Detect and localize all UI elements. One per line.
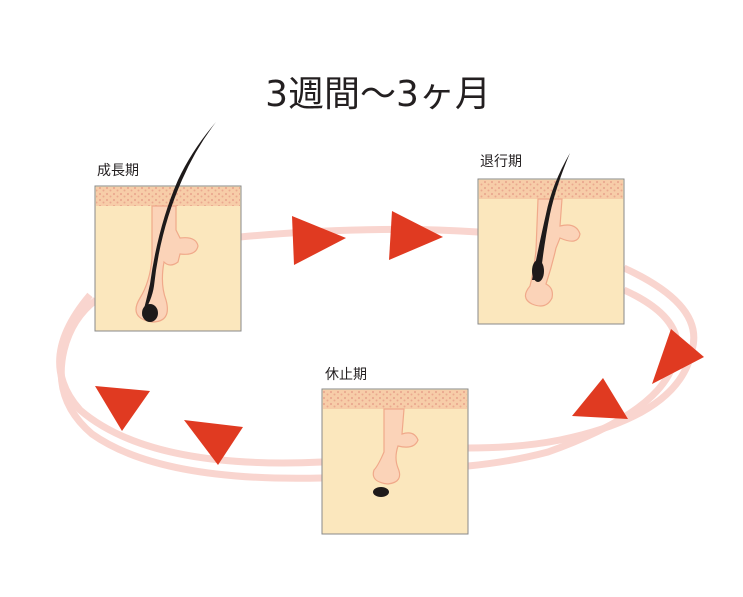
triangle-arrow-icon <box>652 329 704 384</box>
triangle-arrow-icon <box>95 386 150 431</box>
resting-stage-tile: 休止期 <box>321 367 469 535</box>
hair-follicle <box>372 408 419 485</box>
regression-stage-label: 退行期 <box>480 154 522 170</box>
hair-bulb <box>532 260 544 282</box>
resting-stage-label: 休止期 <box>325 367 367 383</box>
regression-stage-tile: 退行期 <box>477 153 625 325</box>
epidermis-dots <box>479 180 623 199</box>
epidermis-dots <box>96 187 240 206</box>
triangle-arrow-icon <box>389 211 443 260</box>
cycle-rings <box>56 225 698 482</box>
triangle-arrow-icon <box>184 420 243 465</box>
hair-strand <box>532 153 570 280</box>
cycle-duration-title: 3週間～3ヶ月 <box>265 74 491 115</box>
triangle-arrow-icon <box>572 378 628 419</box>
growth-stage-label: 成長期 <box>97 163 139 179</box>
growth-stage-tile: 成長期 <box>94 122 242 332</box>
hair-bulb <box>142 304 158 322</box>
inner-cycle-ring <box>57 286 681 482</box>
epidermis-dots <box>323 390 467 409</box>
detached-hair-bulb <box>373 487 389 497</box>
hair-strand <box>142 122 216 316</box>
cycle-arrows <box>95 211 704 465</box>
triangle-arrow-icon <box>292 216 346 265</box>
